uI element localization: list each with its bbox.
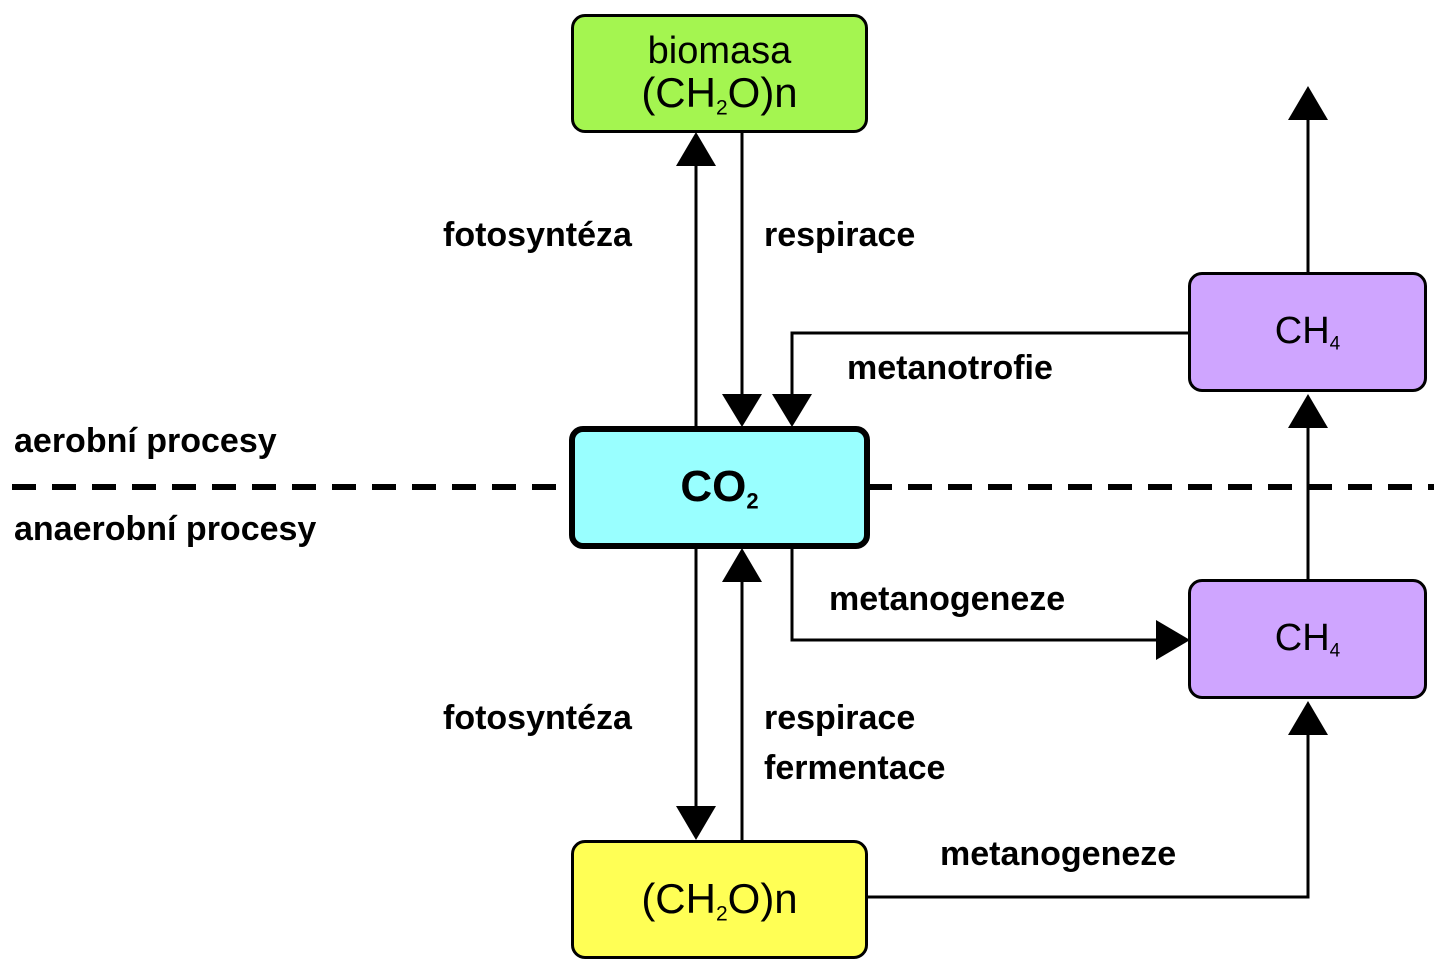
lower-photosynthesis-label: fotosyntéza: [443, 699, 632, 737]
edge-methanogenesis-co2: [790, 546, 1156, 642]
methanogenesis-co2-label: metanogeneze: [829, 580, 1066, 618]
aerobic-zone-label: aerobní procesy: [14, 422, 277, 460]
organic-matter-node: (CH2O)n: [571, 840, 868, 959]
methane-bottom-node: CH4: [1188, 579, 1427, 699]
methane-top-label: CH4: [1274, 310, 1341, 355]
co2-label: CO2: [680, 462, 759, 515]
arrowhead-methanogenesis-organic: [1288, 701, 1328, 735]
biomass-formula: (CH2O)n: [641, 69, 798, 120]
arrowhead-upper-respiration: [722, 394, 762, 427]
biomass-node: biomasa (CH2O)n: [571, 14, 868, 133]
arrowhead-lower-respiration: [722, 548, 762, 582]
edge-methanotrophy: [790, 331, 1190, 394]
arrowhead-upper-photosynthesis: [676, 132, 716, 166]
methanogenesis-organic-label: metanogeneze: [940, 835, 1177, 873]
upper-respiration-label: respirace: [764, 216, 916, 254]
edge-methanogenesis-organic: [866, 735, 1310, 899]
arrowhead-lower-photosynthesis: [676, 806, 716, 840]
co2-node: CO2: [569, 426, 870, 549]
lower-fermentation-label: fermentace: [764, 749, 946, 787]
upper-photosynthesis-label: fotosyntéza: [443, 216, 632, 254]
methane-bottom-label: CH4: [1274, 617, 1341, 662]
arrowhead-methanogenesis-co2: [1156, 620, 1190, 660]
methane-top-node: CH4: [1188, 272, 1427, 392]
organic-formula: (CH2O)n: [641, 875, 798, 926]
lower-respiration-label: respirace: [764, 699, 916, 737]
arrowhead-methane-rise: [1288, 394, 1328, 428]
biomass-label: biomasa: [647, 29, 792, 72]
arrowhead-methanotrophy: [772, 394, 812, 427]
anaerobic-zone-label: anaerobní procesy: [14, 510, 317, 548]
arrowhead-methane-emission: [1288, 86, 1328, 120]
methanotrophy-label: metanotrofie: [847, 349, 1053, 387]
